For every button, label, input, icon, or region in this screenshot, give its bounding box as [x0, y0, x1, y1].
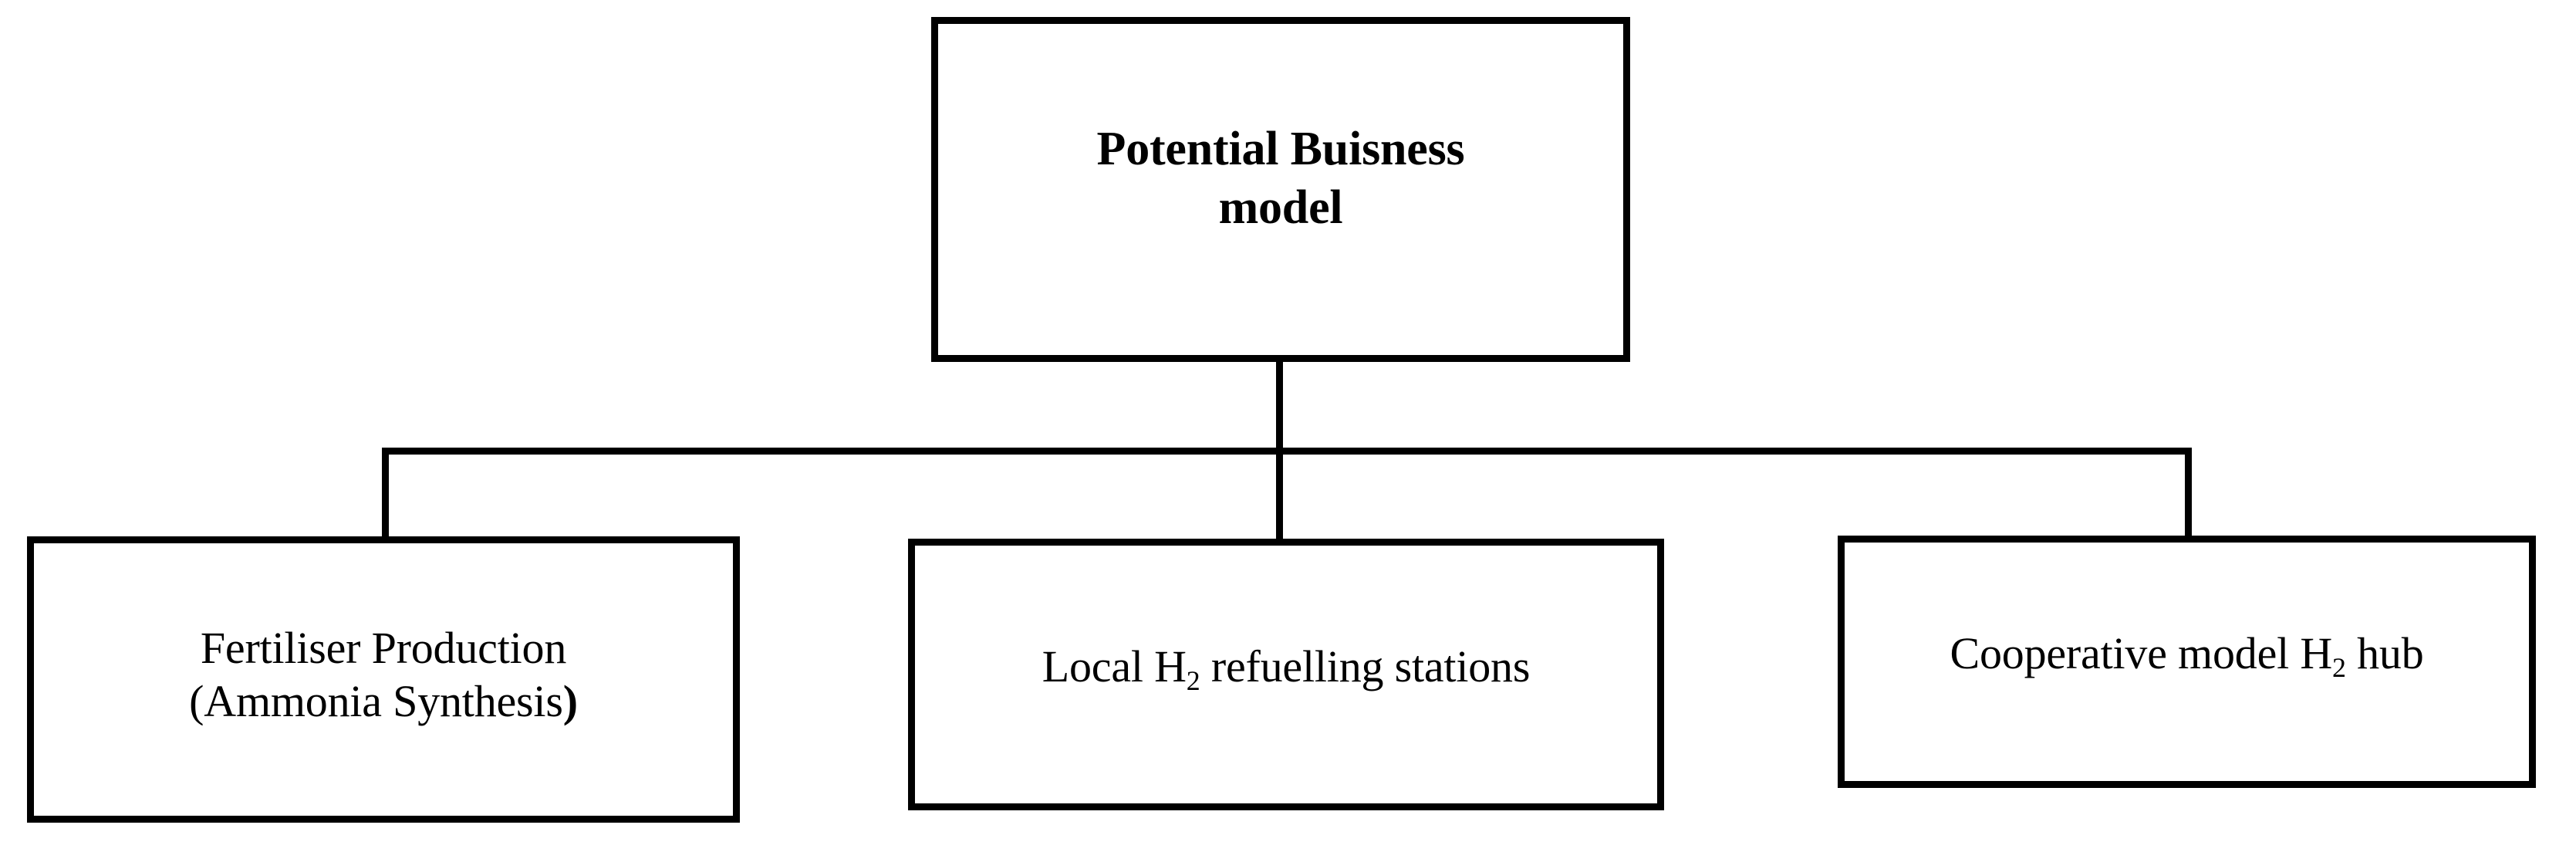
- node-local-h2-refuelling-stations: Local H2 refuelling stations: [908, 539, 1664, 810]
- node-fertiliser-label-line-1: Fertiliser Production: [200, 623, 567, 674]
- connector-horizontal-bus: [382, 448, 2192, 455]
- node-hub-label-suffix: hub: [2345, 628, 2424, 679]
- connector-bus-to-hub: [2185, 451, 2192, 537]
- connector-bus-to-fertiliser: [382, 451, 389, 538]
- node-root-label-line-2: model: [1218, 181, 1343, 234]
- node-refuelling-subscript: 2: [1186, 664, 1200, 696]
- node-refuelling-label-suffix: refuelling stations: [1200, 641, 1531, 691]
- node-fertiliser-label-line-2: (Ammonia Synthesis: [189, 675, 563, 726]
- node-hub-label: Cooperative model H2 hub: [1845, 627, 2529, 684]
- node-hub-subscript: 2: [2332, 652, 2346, 684]
- node-refuelling-label: Local H2 refuelling stations: [915, 641, 1657, 696]
- node-root-label-line-1: Potential Buisness: [1096, 122, 1465, 175]
- node-potential-business-model: Potential Buisness model: [931, 17, 1630, 362]
- node-hub-label-prefix: Cooperative model H: [1950, 628, 2333, 679]
- node-refuelling-label-prefix: Local H: [1042, 641, 1187, 691]
- node-fertiliser-label: Fertiliser Production(Ammonia Synthesis): [34, 622, 733, 728]
- node-fertiliser-closing-paren: ): [562, 675, 578, 726]
- node-cooperative-model-h2-hub: Cooperative model H2 hub: [1838, 536, 2536, 788]
- connector-root-to-bus: [1276, 361, 1283, 451]
- connector-bus-to-refuelling: [1276, 451, 1283, 540]
- node-root-label: Potential Buisness model: [938, 120, 1623, 237]
- node-fertiliser-production: Fertiliser Production(Ammonia Synthesis): [27, 536, 740, 823]
